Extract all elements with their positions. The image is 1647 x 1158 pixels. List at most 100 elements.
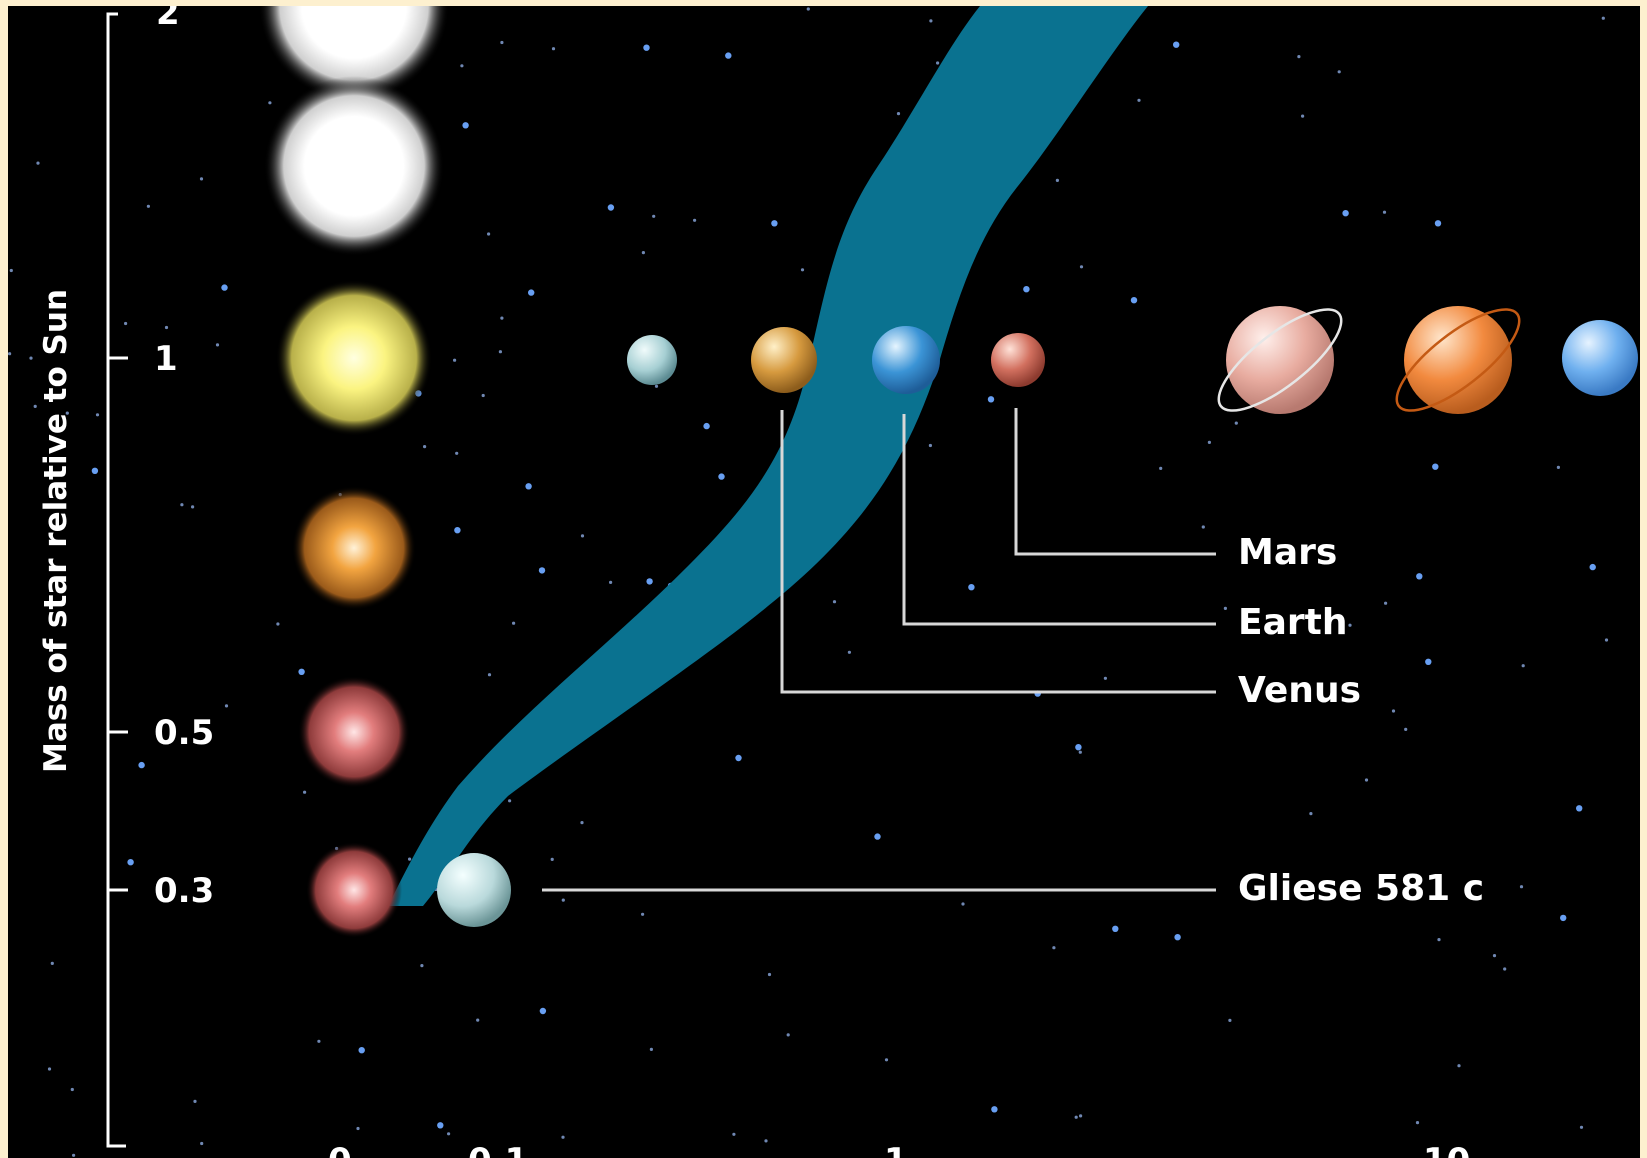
background-star — [70, 1087, 74, 1092]
x-tick-1: 1 — [884, 1141, 908, 1158]
background-star — [928, 443, 933, 448]
background-star — [1337, 70, 1341, 74]
background-star — [91, 467, 99, 474]
background-star — [1601, 16, 1605, 20]
background-star — [358, 1047, 365, 1054]
background-star — [725, 52, 732, 59]
background-star — [164, 325, 169, 330]
background-star — [200, 1141, 204, 1146]
background-star — [29, 356, 33, 360]
background-star — [561, 898, 565, 902]
star-white-large — [259, 6, 449, 101]
background-star — [500, 40, 504, 45]
background-star — [95, 413, 100, 417]
planet-mercury — [627, 335, 677, 385]
planet-earth — [872, 326, 940, 394]
background-star — [525, 483, 532, 490]
background-star — [1416, 573, 1423, 580]
background-star — [641, 251, 646, 255]
background-star — [1556, 465, 1560, 469]
background-star — [1301, 114, 1305, 118]
background-star — [1348, 623, 1352, 627]
x-tick-0: 0 — [328, 1141, 352, 1158]
background-star — [8, 352, 12, 356]
leader-line-venus — [780, 410, 1216, 694]
background-star — [453, 358, 457, 362]
background-star — [1437, 938, 1441, 942]
background-star — [539, 1007, 547, 1015]
background-star — [1604, 638, 1609, 642]
background-star — [643, 44, 650, 51]
background-star — [641, 912, 645, 916]
background-star — [528, 289, 535, 296]
background-star — [550, 857, 554, 862]
habitable-zone-band — [388, 6, 1148, 906]
background-star — [447, 1132, 451, 1136]
background-star — [9, 268, 13, 273]
background-star — [786, 1033, 790, 1037]
background-star — [408, 857, 412, 861]
background-star — [476, 1018, 480, 1022]
background-star — [1207, 440, 1211, 444]
background-star — [65, 411, 69, 415]
background-star — [800, 268, 805, 272]
star-yellow-sun — [276, 280, 432, 436]
background-star — [1078, 750, 1082, 754]
background-star — [1364, 778, 1369, 782]
background-star — [609, 580, 613, 585]
background-star — [991, 1106, 998, 1113]
label-venus: Venus — [1238, 670, 1361, 711]
star-white — [264, 76, 444, 256]
background-star — [1382, 210, 1387, 214]
background-star — [138, 761, 145, 769]
background-star — [1103, 676, 1107, 680]
x-tick-10: 10 — [1423, 1141, 1470, 1158]
background-star — [580, 821, 584, 825]
background-star — [33, 404, 37, 408]
background-star — [646, 578, 653, 585]
background-star — [1297, 55, 1301, 59]
y-axis — [106, 12, 128, 1148]
background-star — [767, 972, 772, 977]
background-star — [1137, 98, 1141, 102]
background-star — [1223, 606, 1227, 611]
background-star — [180, 503, 184, 507]
label-earth: Earth — [1238, 602, 1347, 643]
background-star — [512, 621, 516, 625]
background-star — [268, 101, 272, 105]
background-star — [1425, 658, 1432, 665]
background-star — [1052, 946, 1056, 950]
background-star — [193, 1099, 197, 1103]
background-star — [538, 567, 546, 574]
star-orange — [292, 486, 416, 610]
background-star — [1079, 265, 1084, 269]
star-red-large — [298, 676, 410, 788]
background-star — [276, 622, 280, 626]
background-star — [1384, 601, 1388, 605]
background-star — [1391, 709, 1396, 713]
background-star — [508, 799, 512, 803]
background-star — [580, 534, 585, 538]
background-star — [1576, 805, 1583, 812]
background-star — [1112, 925, 1119, 932]
background-star — [1055, 178, 1059, 182]
y-tick-2: 2 — [156, 6, 180, 33]
background-star — [199, 177, 204, 181]
planet-mars — [991, 333, 1045, 387]
x-tick-0-1: 0.1 — [468, 1141, 528, 1158]
background-star — [500, 316, 504, 320]
label-mars: Mars — [1238, 532, 1337, 573]
background-star — [36, 161, 40, 165]
background-star — [356, 1126, 360, 1131]
y-tick-1: 1 — [154, 339, 178, 379]
y-axis-label: Mass of star relative to Sun — [38, 289, 74, 774]
background-star — [1519, 885, 1524, 889]
background-star — [1309, 812, 1313, 816]
background-star — [72, 1153, 76, 1157]
background-star — [874, 833, 881, 840]
background-star — [1228, 1018, 1232, 1023]
background-star — [561, 1135, 565, 1139]
background-star — [224, 704, 229, 708]
background-star — [423, 445, 427, 449]
background-star — [420, 964, 424, 968]
